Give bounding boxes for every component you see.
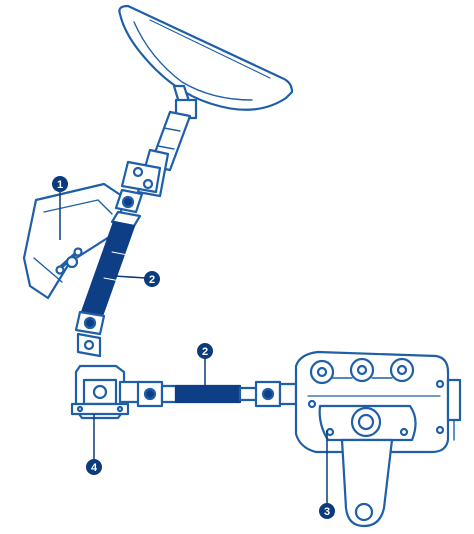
callout-label: 2 <box>202 346 208 358</box>
callout-label: 1 <box>57 179 63 191</box>
callout-label: 3 <box>324 506 330 518</box>
callout-2-horizontal-shaft: 2 <box>197 343 213 359</box>
steering-wheel <box>119 6 292 118</box>
callout-2-intermediate-shaft: 2 <box>144 271 160 287</box>
horizontal-shaft-joint-right <box>256 382 296 406</box>
callout-leader-line <box>114 276 146 278</box>
horizontal-shaft <box>176 386 260 402</box>
callout-3: 3 <box>319 503 335 519</box>
callout-4: 4 <box>86 459 102 475</box>
callout-1: 1 <box>52 176 68 192</box>
lower-universal-joint <box>76 312 104 356</box>
callout-label: 4 <box>91 462 98 474</box>
steering-column <box>122 112 190 196</box>
horizontal-shaft-joint-left <box>138 382 176 406</box>
support-bearing-block <box>72 366 140 418</box>
callout-label: 2 <box>149 274 155 286</box>
